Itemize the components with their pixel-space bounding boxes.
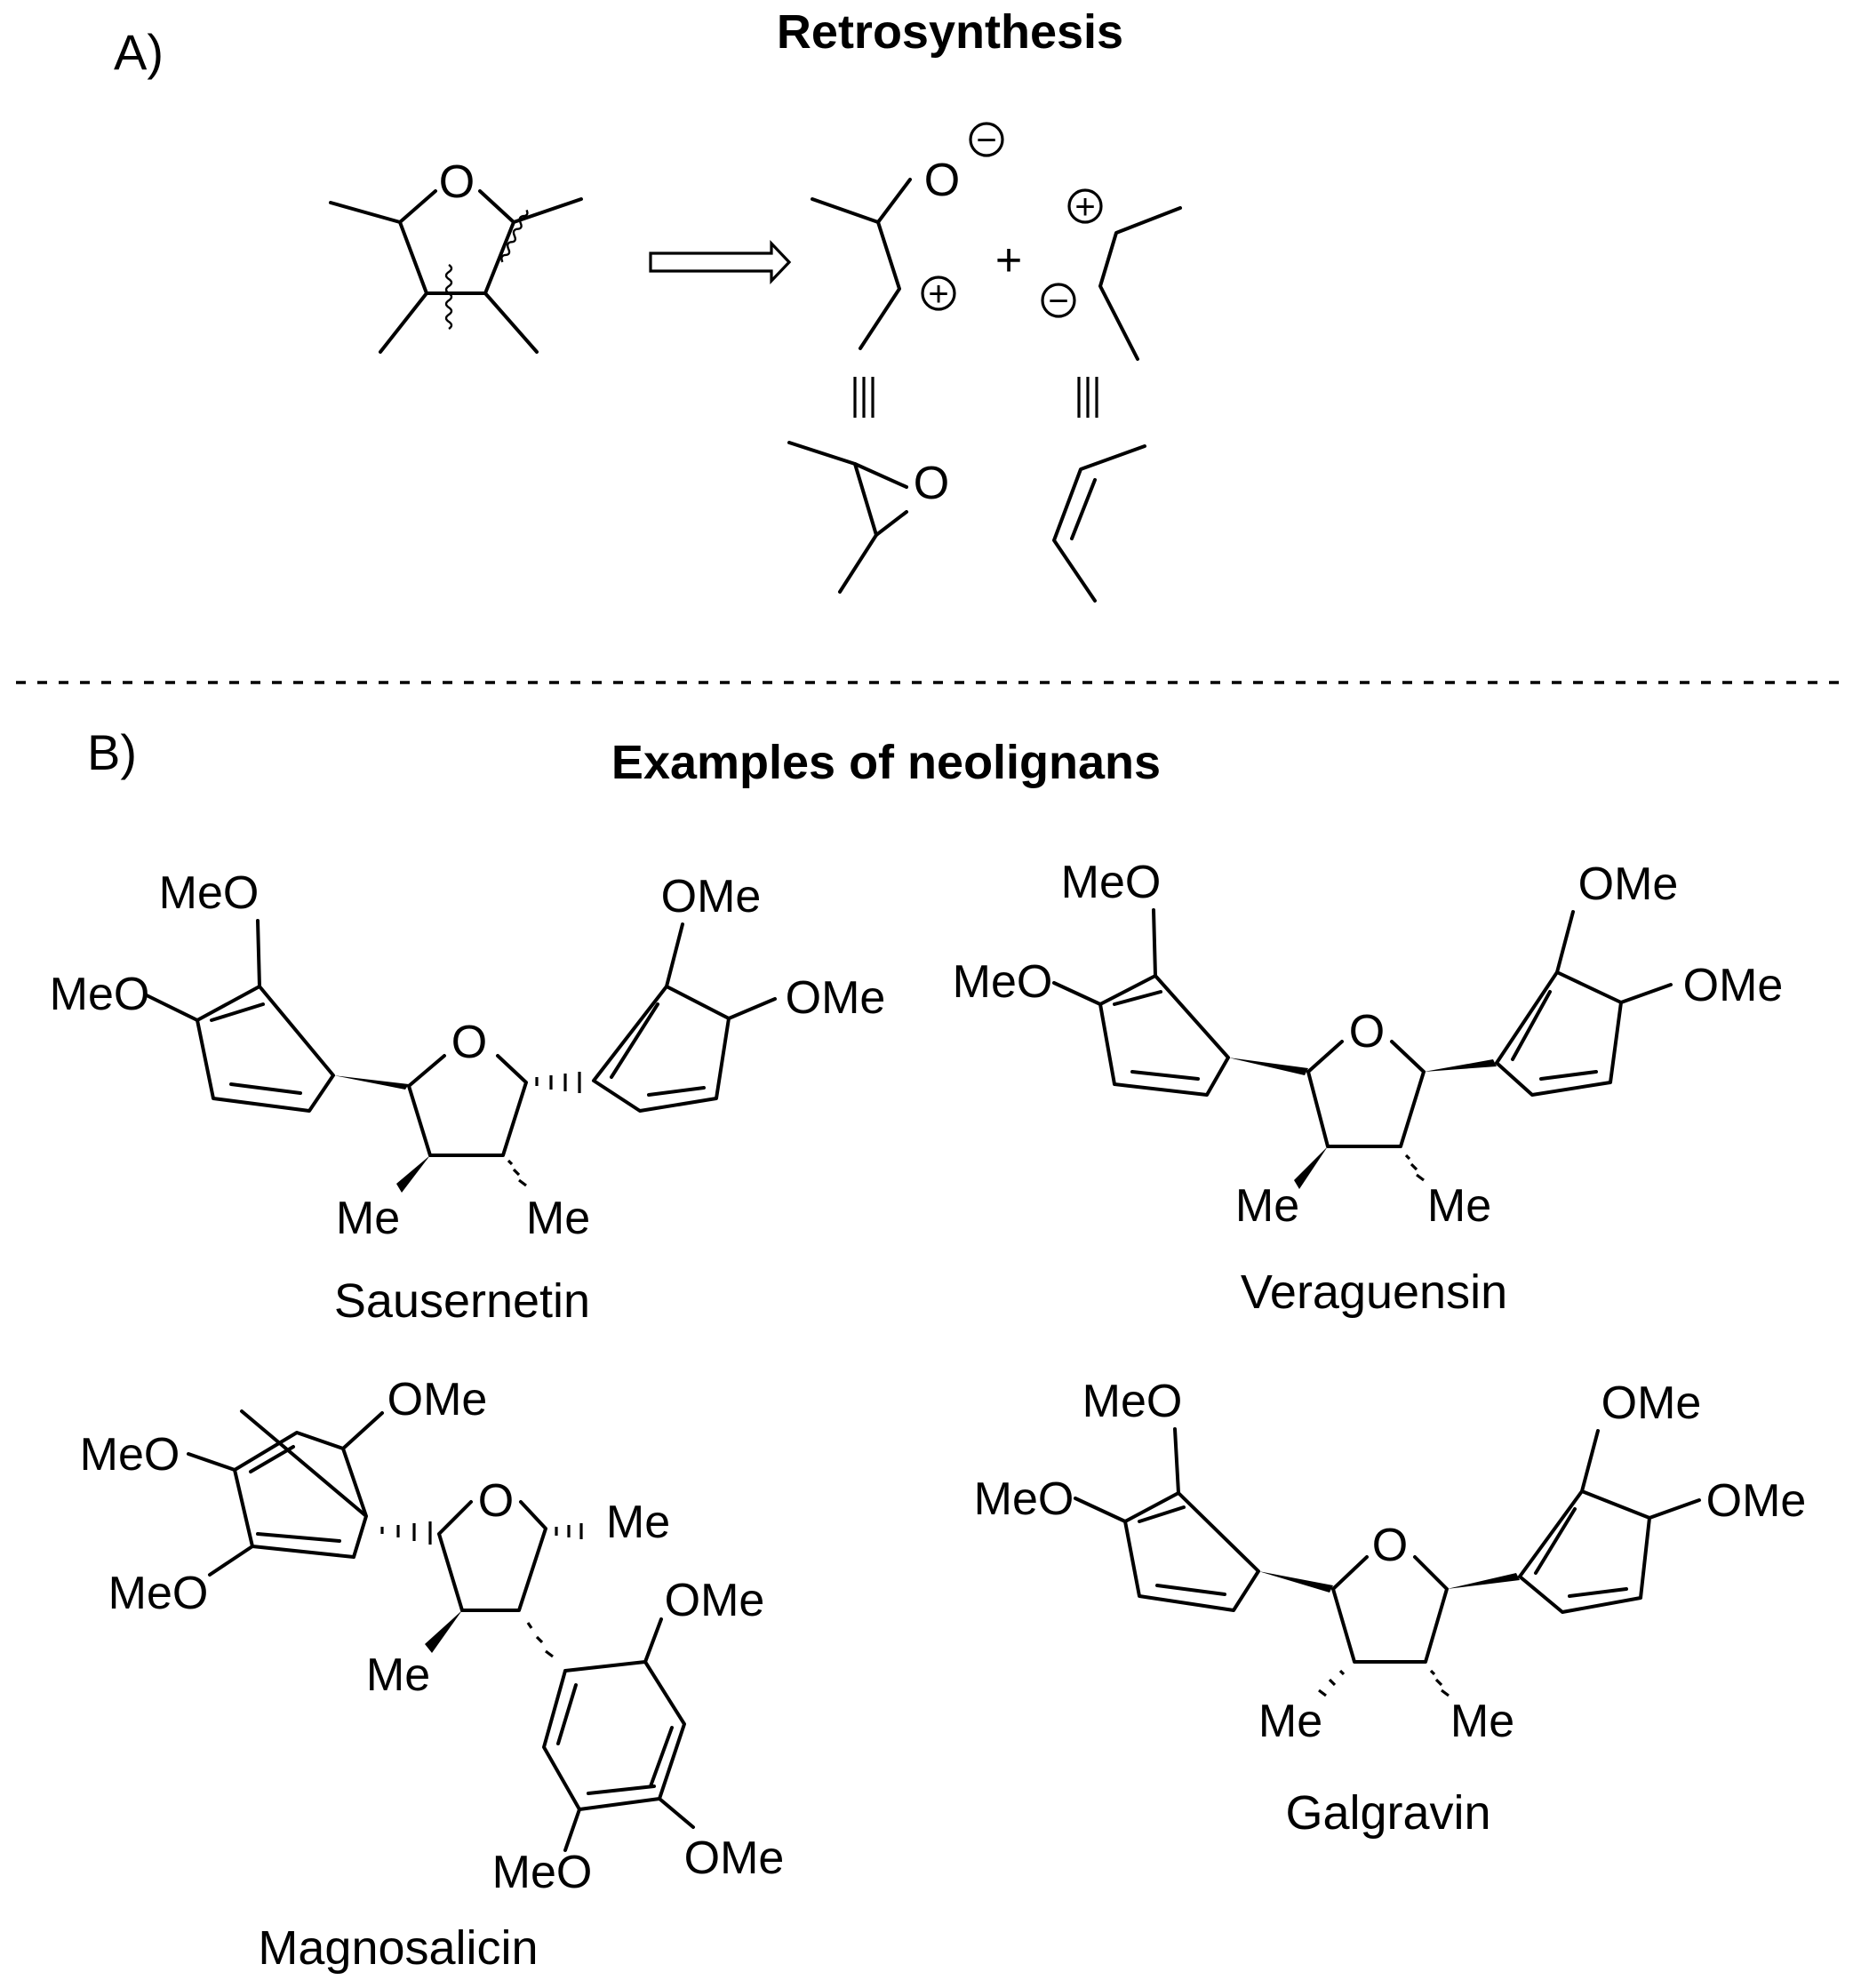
panel-b-label: B) xyxy=(87,724,137,780)
wedge-bond xyxy=(1447,1573,1520,1589)
methoxy-label: OMe xyxy=(1706,1475,1807,1527)
methyl-label: Me xyxy=(1450,1696,1514,1747)
synthon-alkoxide-cation: O − + xyxy=(811,121,1004,350)
wedge-bond xyxy=(396,1155,430,1193)
equivalence-mark-1 xyxy=(853,377,875,418)
plus-charge-icon xyxy=(921,275,956,311)
hash-bond xyxy=(526,1622,554,1658)
svg-text:+: + xyxy=(1074,188,1095,227)
methoxy-label: OMe xyxy=(1578,858,1679,910)
hash-bond xyxy=(1404,1154,1425,1182)
methoxy-label: MeO xyxy=(953,956,1053,1008)
methyl-label: Me xyxy=(606,1497,670,1548)
hash-bond xyxy=(1318,1669,1346,1697)
minus-charge-icon-2 xyxy=(1041,283,1076,318)
epoxide-structure: O xyxy=(787,441,949,594)
compound-name-galgravin: Galgravin xyxy=(1285,1786,1490,1840)
plus-sign: + xyxy=(995,235,1022,286)
methoxy-label: MeO xyxy=(159,867,260,919)
methoxy-label: OMe xyxy=(387,1374,488,1425)
methoxy-label: OMe xyxy=(665,1575,765,1626)
panel-a-label: A) xyxy=(114,24,164,80)
methoxy-label: MeO xyxy=(108,1568,209,1619)
svg-text:+: + xyxy=(928,275,948,314)
sausernetin-structure: MeO MeO O Me Me OMe OMe Sausernetin xyxy=(50,867,886,1328)
methyl-label: Me xyxy=(1258,1696,1322,1747)
hash-bond xyxy=(555,1523,583,1539)
wedge-bond xyxy=(333,1075,409,1090)
ring-oxygen-atom: O xyxy=(478,1475,514,1527)
neolignans-title: Examples of neolignans xyxy=(611,736,1161,789)
ring-oxygen-atom: O xyxy=(1349,1006,1385,1058)
thf-skeleton: O xyxy=(329,156,583,354)
ring-oxygen-atom: O xyxy=(1372,1520,1408,1571)
methoxy-label: MeO xyxy=(1061,857,1162,908)
minus-charge-icon xyxy=(969,122,1004,157)
methoxy-label: OMe xyxy=(786,972,886,1024)
ring-oxygen-atom: O xyxy=(451,1017,487,1068)
methoxy-label: MeO xyxy=(492,1847,593,1898)
methoxy-label: OMe xyxy=(684,1832,785,1884)
compound-name-veraguensin: Veraguensin xyxy=(1241,1265,1507,1319)
compound-name-magnosalicin: Magnosalicin xyxy=(258,1921,538,1975)
methyl-label: Me xyxy=(336,1193,400,1244)
panel-b: B) Examples of neolignans MeO MeO O Me M… xyxy=(50,724,1807,1975)
wedge-bond xyxy=(425,1610,462,1653)
wedge-bond xyxy=(1424,1059,1497,1072)
epoxide-oxygen-atom: O xyxy=(914,458,949,509)
methyl-label: Me xyxy=(1235,1180,1299,1232)
methyl-label: Me xyxy=(526,1193,590,1244)
synthon-cation-anion: + − xyxy=(1041,188,1182,361)
methoxy-label: OMe xyxy=(661,871,762,922)
methoxy-label: MeO xyxy=(1082,1376,1183,1427)
hash-bond xyxy=(1429,1669,1450,1697)
retrosynthesis-title: Retrosynthesis xyxy=(777,5,1123,59)
methoxy-label: OMe xyxy=(1683,960,1784,1011)
magnosalicin-structure: OMe MeO MeO O Me Me OMe OMe MeO Magnosal… xyxy=(80,1374,785,1975)
hash-bond xyxy=(380,1521,432,1545)
galgravin-structure: MeO MeO O Me Me OMe OMe Galgravin xyxy=(974,1376,1807,1840)
panel-a: A) Retrosynthesis O O − + + xyxy=(114,5,1182,603)
methyl-label: Me xyxy=(1427,1180,1491,1232)
retrosynthesis-arrow xyxy=(649,240,792,284)
hash-bond xyxy=(507,1159,527,1187)
equivalence-mark-2 xyxy=(1077,377,1098,418)
hash-bond xyxy=(535,1072,581,1093)
methoxy-label: MeO xyxy=(80,1429,180,1481)
compound-name-sausernetin: Sausernetin xyxy=(334,1274,590,1328)
methyl-label: Me xyxy=(366,1649,430,1701)
svg-text:−: − xyxy=(1048,282,1068,321)
wedge-bond xyxy=(1258,1571,1333,1593)
methoxy-label: MeO xyxy=(50,969,150,1020)
methoxy-label: MeO xyxy=(974,1473,1074,1525)
alkoxide-oxygen-atom: O xyxy=(924,155,960,206)
alkene-structure xyxy=(1052,444,1146,603)
thf-oxygen-atom: O xyxy=(439,156,475,208)
plus-charge-icon-2 xyxy=(1067,188,1103,224)
disconnection-mark-c-o xyxy=(500,209,529,263)
disconnection-mark-c-c xyxy=(444,264,453,330)
veraguensin-structure: MeO MeO O Me Me OMe OMe Veraguensin xyxy=(953,857,1784,1319)
wedge-bond xyxy=(1228,1058,1308,1075)
wedge-bond xyxy=(1294,1146,1328,1189)
svg-text:−: − xyxy=(976,121,996,160)
methoxy-label: OMe xyxy=(1601,1377,1702,1429)
